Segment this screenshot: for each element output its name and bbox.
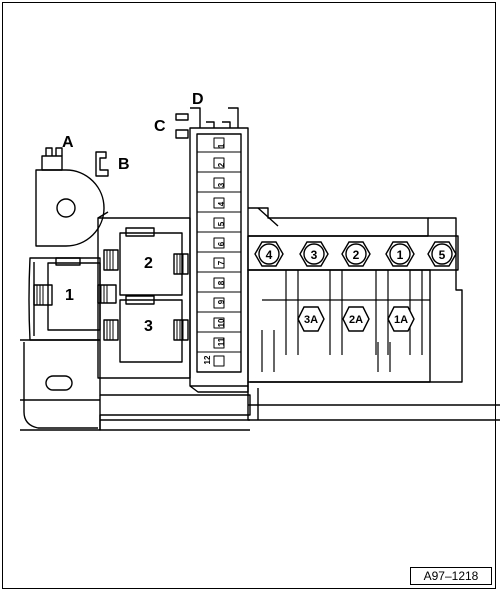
sub-label-3A: 3A — [304, 314, 318, 326]
label-c: C — [154, 118, 166, 135]
fuse-slot-5: 5 — [217, 221, 226, 226]
sub-terminals — [297, 306, 415, 332]
sub-2A — [342, 306, 370, 332]
sub-1A — [387, 306, 415, 332]
component-a-hole — [56, 198, 76, 218]
label-a: A — [62, 134, 74, 151]
sub-label-1A: 1A — [394, 314, 408, 326]
label-d: D — [192, 91, 204, 108]
fuse-slot-9: 9 — [217, 299, 226, 304]
fuse-slot-10: 10 — [217, 318, 226, 327]
fuse-slot-7: 7 — [217, 260, 226, 265]
bolt-terminal-labels: 4 3 2 1 5 — [266, 248, 446, 262]
bracket-b — [95, 151, 109, 177]
fuse-slot-6: 6 — [217, 241, 226, 246]
relay-3-label: 3 — [144, 318, 153, 335]
slot-oval — [45, 375, 73, 391]
fuse-slot-4: 4 — [217, 201, 226, 206]
sub-3A — [297, 306, 325, 332]
bolt-label-4: 4 — [266, 248, 273, 262]
fuse-slot-lines — [197, 151, 241, 353]
relay-1-label: 1 — [65, 287, 74, 304]
fuse-slot-12: 12 — [203, 355, 212, 364]
bolt-label-1: 1 — [397, 248, 404, 262]
relay-3-body — [119, 299, 183, 363]
sub-label-2A: 2A — [349, 314, 363, 326]
relay-2-label: 2 — [144, 255, 153, 272]
fuse-slot-3: 3 — [217, 182, 226, 187]
label-b: B — [118, 156, 130, 173]
sub-terminal-labels: 3A 2A 1A — [304, 314, 408, 326]
fuse-slot-2: 2 — [217, 162, 226, 167]
fuse-small-boxes — [213, 137, 225, 367]
relay-1-body — [47, 262, 101, 331]
figure-reference: A97–1218 — [410, 567, 492, 585]
bolt-label-2: 2 — [353, 248, 360, 262]
relay-2-body — [119, 232, 183, 296]
fuse-slot-8: 8 — [217, 280, 226, 285]
component-a-housing — [35, 169, 105, 247]
fuse-slot-11: 11 — [217, 337, 226, 346]
fuse-slot-1: 1 — [217, 143, 226, 148]
bolt-label-5: 5 — [439, 248, 446, 262]
bolt-label-3: 3 — [311, 248, 318, 262]
bolt-terminals — [254, 241, 457, 267]
fuse-slot-numbers: 1 2 3 4 5 6 7 8 9 10 11 12 — [203, 143, 226, 364]
